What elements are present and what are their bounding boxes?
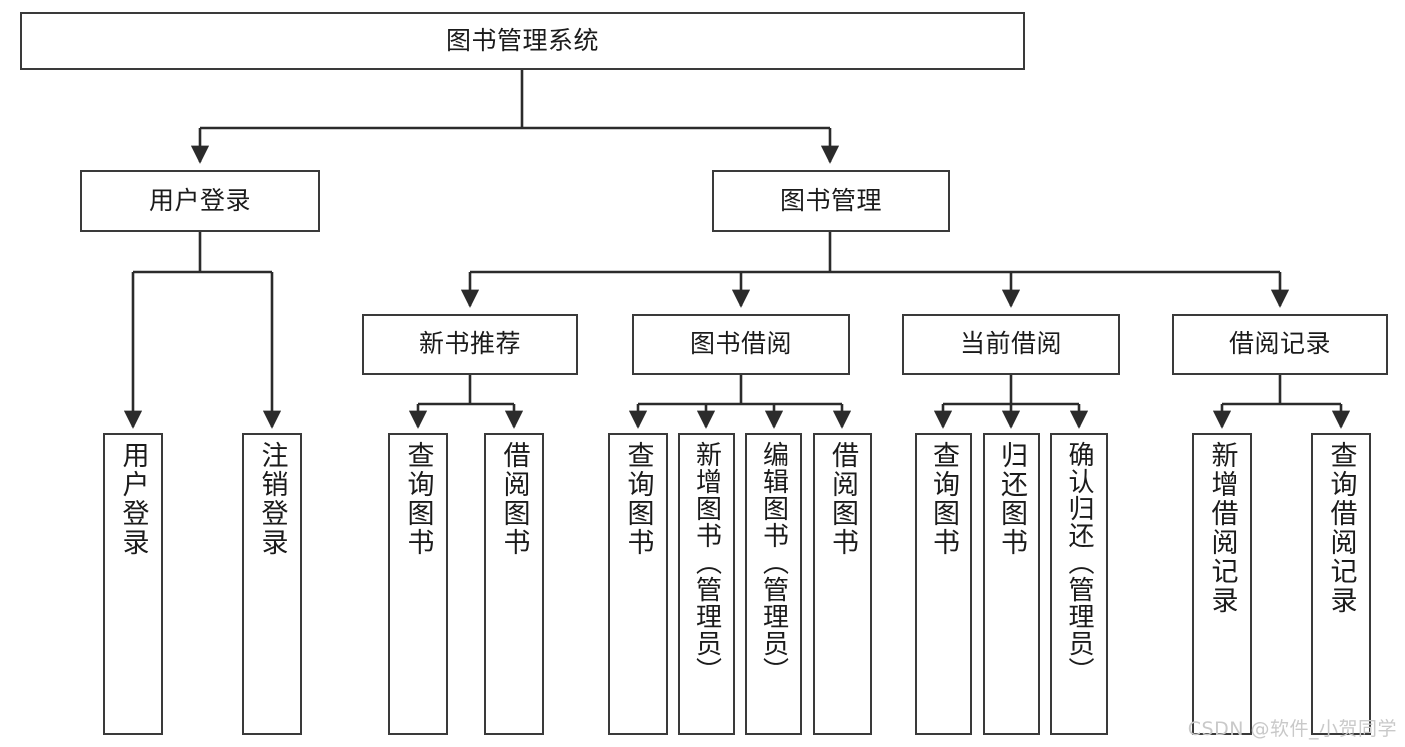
leaf-add-record-label: 新增借阅记录 (1206, 441, 1238, 615)
leaf-borrow-book-1[interactable]: 借阅图书 (484, 433, 544, 735)
node-user-login-label: 用户登录 (148, 185, 251, 215)
leaf-user-login-label: 用户登录 (117, 441, 149, 557)
leaf-add-book[interactable]: 新增图书（管理员） (678, 433, 735, 735)
leaf-confirm-return[interactable]: 确认归还（管理员） (1050, 433, 1108, 735)
node-borrow-record-label: 借阅记录 (1228, 329, 1331, 359)
leaf-add-book-label: 新增图书（管理员） (691, 441, 722, 684)
node-book-borrow[interactable]: 图书借阅 (632, 314, 850, 375)
leaf-user-logout-label: 注销登录 (256, 441, 288, 557)
leaf-user-login[interactable]: 用户登录 (103, 433, 163, 735)
leaf-borrow-book-2[interactable]: 借阅图书 (813, 433, 872, 735)
leaf-return-book-label: 归还图书 (996, 441, 1027, 557)
node-user-login[interactable]: 用户登录 (80, 170, 320, 232)
node-book-manage-label: 图书管理 (779, 185, 882, 215)
leaf-add-record[interactable]: 新增借阅记录 (1192, 433, 1252, 735)
leaf-query-book-1[interactable]: 查询图书 (388, 433, 448, 735)
leaf-confirm-return-label: 确认归还（管理员） (1064, 441, 1094, 684)
node-current-borrow-label: 当前借阅 (959, 329, 1062, 359)
node-new-book-recommend[interactable]: 新书推荐 (362, 314, 578, 375)
leaf-borrow-book-1-label: 借阅图书 (498, 441, 530, 557)
leaf-user-logout[interactable]: 注销登录 (242, 433, 302, 735)
node-root-label: 图书管理系统 (445, 25, 599, 55)
node-current-borrow[interactable]: 当前借阅 (902, 314, 1120, 375)
leaf-query-book-2-label: 查询图书 (622, 441, 654, 557)
node-borrow-record[interactable]: 借阅记录 (1172, 314, 1388, 375)
leaf-query-book-3[interactable]: 查询图书 (915, 433, 972, 735)
leaf-edit-book[interactable]: 编辑图书（管理员） (745, 433, 802, 735)
node-book-borrow-label: 图书借阅 (689, 329, 792, 359)
leaf-query-book-1-label: 查询图书 (402, 441, 434, 557)
node-book-manage[interactable]: 图书管理 (712, 170, 950, 232)
leaf-borrow-book-2-label: 借阅图书 (827, 441, 858, 557)
node-root-book-management-system[interactable]: 图书管理系统 (20, 12, 1025, 70)
leaf-return-book[interactable]: 归还图书 (983, 433, 1040, 735)
leaf-query-record-label: 查询借阅记录 (1325, 441, 1357, 615)
leaf-query-book-2[interactable]: 查询图书 (608, 433, 668, 735)
csdn-watermark: CSDN @软件_小贺同学 (1187, 718, 1397, 740)
node-new-book-recommend-label: 新书推荐 (418, 329, 521, 359)
leaf-query-record[interactable]: 查询借阅记录 (1311, 433, 1371, 735)
leaf-query-book-3-label: 查询图书 (928, 441, 959, 557)
leaf-edit-book-label: 编辑图书（管理员） (758, 441, 789, 684)
